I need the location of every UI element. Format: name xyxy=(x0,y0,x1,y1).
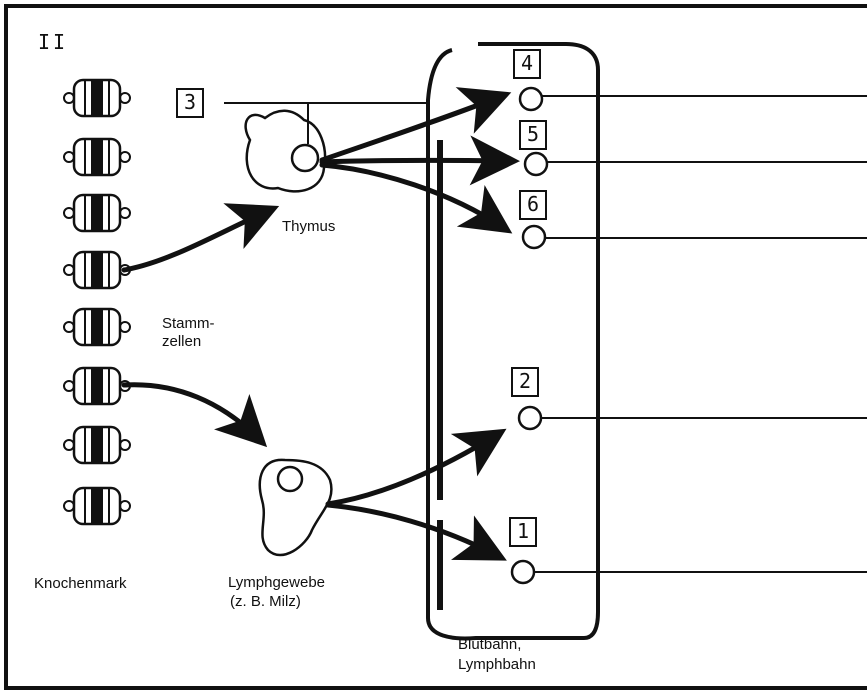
lymph-tissue-organ xyxy=(260,460,332,555)
arrow-to-cell-1 xyxy=(328,505,498,556)
stem-cell xyxy=(64,368,130,404)
stem-cell xyxy=(64,195,130,231)
cell-5 xyxy=(525,153,547,175)
stem-cell xyxy=(64,309,130,345)
cell-1 xyxy=(512,561,534,583)
stem-cell xyxy=(64,427,130,463)
stem-cell xyxy=(64,488,130,524)
arrow-to-lymph-tissue xyxy=(124,385,260,440)
number-box-3: 3 xyxy=(176,88,204,118)
stem-cells-label-line1: Stamm- xyxy=(162,315,215,332)
stem-cells-label-line2: zellen xyxy=(162,333,201,350)
thymus-cell xyxy=(292,145,318,171)
blood-lymph-label-line1: Blutbahn, xyxy=(458,636,521,653)
thymus-organ xyxy=(246,103,325,191)
number-box-1: 1 xyxy=(509,517,537,547)
lymph-cell xyxy=(278,467,302,491)
figure-label: II xyxy=(38,30,68,54)
cell-2 xyxy=(519,407,541,429)
cell-6 xyxy=(523,226,545,248)
number-box-2: 2 xyxy=(511,367,539,397)
stem-cell-column xyxy=(64,80,130,524)
lymph-tissue-label-line1: Lymphgewebe xyxy=(228,574,325,591)
frame-border xyxy=(6,6,867,688)
bone-marrow-label: Knochenmark xyxy=(34,575,127,592)
blood-lymph-label-line2: Lymphbahn xyxy=(458,656,536,673)
cell-4 xyxy=(520,88,542,110)
stem-cell xyxy=(64,252,130,288)
blood-vessel xyxy=(428,44,598,638)
circulating-cells xyxy=(512,88,547,583)
arrow-to-cell-4 xyxy=(322,96,502,160)
stem-cell xyxy=(64,139,130,175)
stem-cell xyxy=(64,80,130,116)
number-box-6: 6 xyxy=(519,190,547,220)
number-box-5: 5 xyxy=(519,120,547,150)
thymus-label: Thymus xyxy=(282,218,335,235)
arrow-to-cell-6 xyxy=(322,165,504,228)
arrow-to-thymus xyxy=(124,210,270,270)
answer-lines xyxy=(534,96,867,572)
number-box-4: 4 xyxy=(513,49,541,79)
arrow-to-cell-2 xyxy=(328,434,498,504)
arrow-to-cell-5 xyxy=(322,160,510,162)
lymph-tissue-label-line2: (z. B. Milz) xyxy=(230,593,301,610)
